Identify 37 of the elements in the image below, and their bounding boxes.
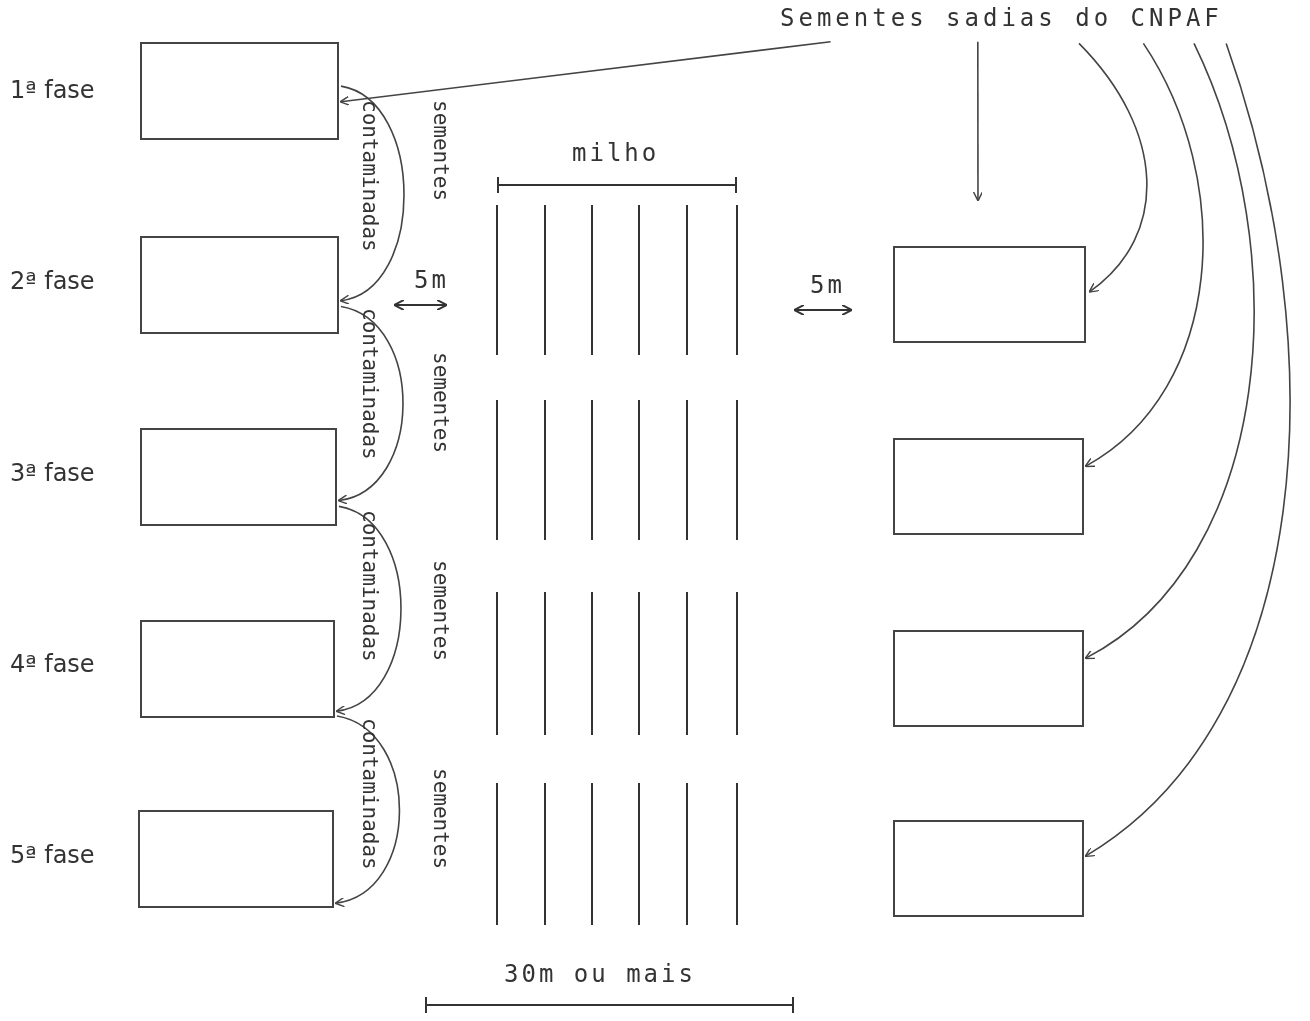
row-label: sementes (430, 352, 451, 454)
field-plot (140, 42, 339, 140)
phase-label: 5ª fase (10, 843, 95, 867)
arrow (1084, 42, 1255, 660)
arrow (1084, 42, 1291, 858)
seed-source-label: Sementes sadias do CNPAF (780, 6, 1223, 30)
arrow (339, 40, 832, 106)
edge-label: contaminadas (359, 510, 380, 662)
phase-label: 3ª fase (10, 461, 95, 485)
arrow (339, 85, 405, 304)
field-plot (893, 820, 1084, 917)
field-plot (893, 246, 1086, 343)
field-plot (140, 236, 339, 334)
field-plot (893, 438, 1084, 535)
field-plot (138, 810, 334, 908)
edge-label: contaminadas (359, 308, 380, 460)
field-plot (893, 630, 1084, 727)
arrow (334, 715, 401, 906)
arrow (972, 40, 984, 202)
row-label: sementes (430, 560, 451, 662)
dimension-label: 30m ou mais (504, 962, 696, 986)
arrow (1084, 42, 1204, 468)
row-label: sementes (430, 768, 451, 870)
arrow (335, 505, 402, 714)
arrow (337, 305, 404, 504)
phase-label: 2ª fase (10, 269, 95, 293)
field-plot (140, 428, 337, 526)
field-plot (140, 620, 335, 718)
edge-label: contaminadas (359, 100, 380, 252)
phase-label: 1ª fase (10, 78, 95, 102)
arrow (1078, 42, 1148, 293)
dimension-label: 5m (810, 273, 845, 297)
crop-label: milho (572, 141, 660, 165)
phase-label: 4ª fase (10, 652, 95, 676)
edge-label: contaminadas (359, 718, 380, 870)
row-label: sementes (430, 100, 451, 202)
dimension-label: 5m (414, 268, 449, 292)
